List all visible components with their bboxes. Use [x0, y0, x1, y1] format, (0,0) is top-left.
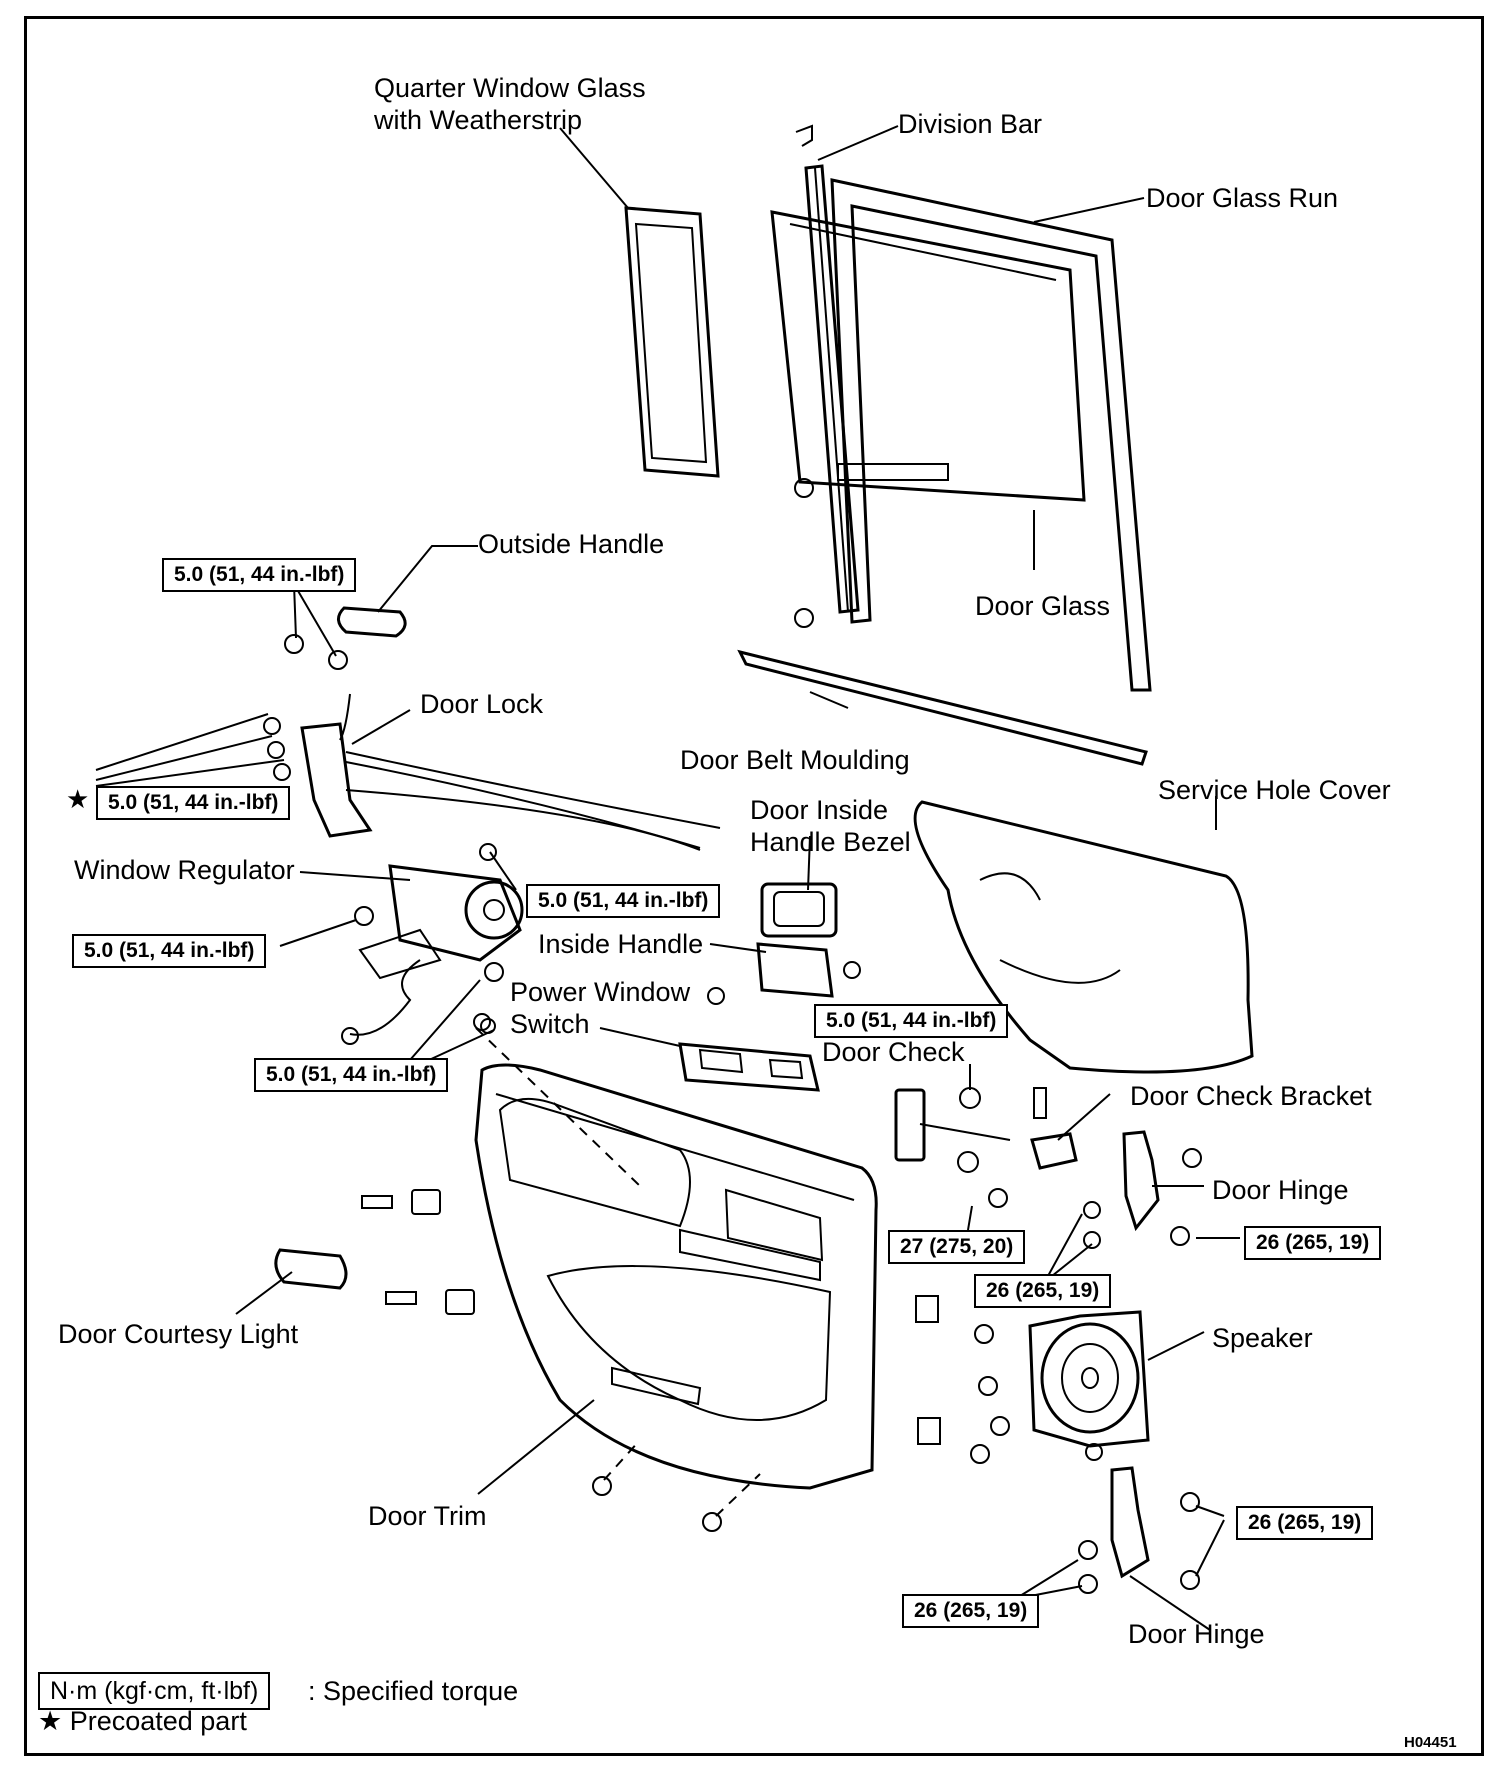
outside-handle — [337, 606, 407, 638]
label-door-glass: Door Glass — [975, 591, 1111, 621]
door-hinge-upper-part — [1122, 1130, 1160, 1232]
torque-regulator-lower: 5.0 (51, 44 in.-lbf) — [254, 1058, 449, 1092]
torque-regulator-upper: 5.0 (51, 44 in.-lbf) — [526, 884, 721, 918]
door-courtesy-light-part — [274, 1248, 348, 1290]
power-window-switch — [678, 1042, 820, 1092]
inside-handle-part — [756, 942, 834, 998]
door-hinge-lower-part — [1110, 1466, 1150, 1579]
trim-clips — [361, 1189, 941, 1445]
figure-code: H04451 — [1404, 1734, 1457, 1751]
label-door-belt-moulding: Door Belt Moulding — [680, 745, 910, 775]
label-speaker: Speaker — [1212, 1323, 1313, 1353]
service-hole-cover — [913, 800, 1254, 1074]
quarter-window-glass — [624, 206, 720, 478]
precoated-star: ★ — [66, 784, 90, 814]
label-service-hole-cover: Service Hole Cover — [1158, 775, 1391, 805]
door-check-part — [894, 1087, 1078, 1170]
legend-unit-box: N·m (kgf·cm, ft·lbf) — [38, 1672, 271, 1710]
torque-hinge-lower-right: 26 (265, 19) — [1236, 1506, 1374, 1540]
label-door-trim: Door Trim — [368, 1501, 487, 1531]
door-lock — [300, 693, 721, 851]
door-glass-run — [830, 178, 1152, 692]
diagram-frame — [24, 16, 1484, 1756]
torque-hinge-upper-right: 26 (265, 19) — [1244, 1226, 1382, 1260]
label-power-window-switch: Power Window Switch — [510, 977, 691, 1039]
torque-regulator-left: 5.0 (51, 44 in.-lbf) — [72, 934, 267, 968]
bolts — [263, 478, 1202, 1594]
label-division-bar: Division Bar — [898, 109, 1043, 139]
label-door-hinge-upper: Door Hinge — [1212, 1175, 1349, 1205]
door-glass — [770, 210, 1086, 502]
label-outside-handle: Outside Handle — [478, 529, 665, 559]
door-belt-moulding — [737, 649, 1148, 766]
label-quarter-window-glass: Quarter Window Glass with Weatherstrip — [374, 73, 646, 135]
speaker-part — [1028, 1310, 1150, 1448]
label-door-inside-handle-bezel: Door Inside Handle Bezel — [750, 795, 911, 857]
torque-hinge-upper-center: 26 (265, 19) — [974, 1274, 1112, 1308]
label-door-check-bracket: Door Check Bracket — [1130, 1081, 1372, 1111]
leader-lines — [95, 125, 1240, 1631]
alignment-dashes — [475, 1027, 761, 1517]
inside-handle-bezel — [760, 882, 838, 938]
door-trim — [474, 1063, 878, 1490]
label-door-hinge-lower: Door Hinge — [1128, 1619, 1265, 1649]
torque-hinge-lower-left: 26 (265, 19) — [902, 1594, 1040, 1628]
legend-unit-text: : Specified torque — [308, 1676, 519, 1706]
label-door-lock: Door Lock — [420, 689, 544, 719]
torque-door-lock: 5.0 (51, 44 in.-lbf) — [96, 786, 291, 820]
label-door-check: Door Check — [822, 1037, 965, 1067]
label-door-glass-run: Door Glass Run — [1146, 183, 1339, 213]
division-bar — [795, 124, 860, 614]
torque-door-check: 27 (275, 20) — [888, 1230, 1026, 1264]
label-inside-handle: Inside Handle — [538, 929, 704, 959]
window-regulator — [341, 864, 524, 1045]
torque-outside-handle: 5.0 (51, 44 in.-lbf) — [162, 558, 357, 592]
torque-inside-handle: 5.0 (51, 44 in.-lbf) — [814, 1004, 1009, 1038]
label-door-courtesy-light: Door Courtesy Light — [58, 1319, 299, 1349]
legend-precoated: ★ Precoated part — [38, 1706, 247, 1736]
label-window-regulator: Window Regulator — [74, 855, 295, 885]
